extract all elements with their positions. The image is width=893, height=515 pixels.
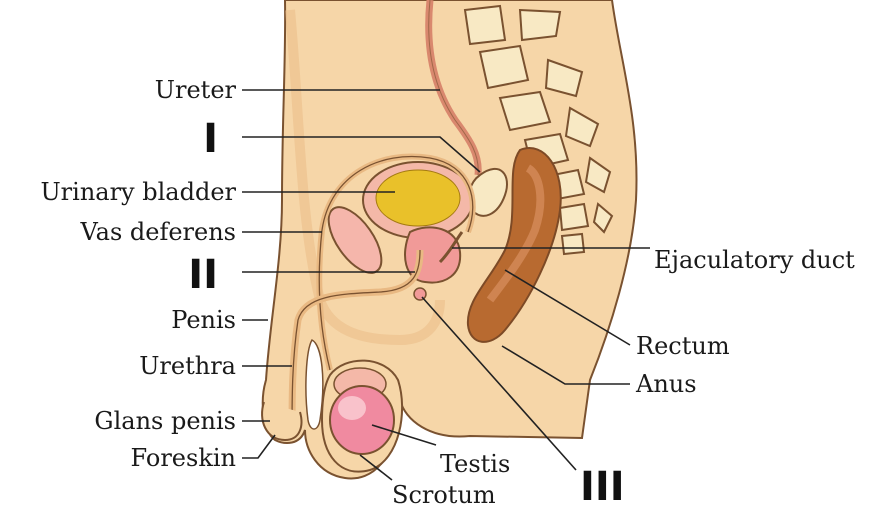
vertebral-process bbox=[592, 202, 614, 234]
vertebra bbox=[560, 232, 586, 256]
vertebra bbox=[498, 90, 552, 132]
vertebral-process bbox=[544, 58, 584, 98]
label-urethra: Urethra bbox=[139, 352, 236, 380]
vertebra bbox=[463, 4, 507, 46]
label-iii: III bbox=[580, 464, 625, 510]
label-urinary-bladder: Urinary bladder bbox=[40, 178, 236, 206]
ureter-outline bbox=[428, 0, 479, 176]
label-i: I bbox=[203, 116, 218, 162]
leader-i bbox=[242, 136, 481, 173]
label-group: Ureter I Urinary bladder Vas deferens II… bbox=[40, 76, 855, 510]
label-testis: Testis bbox=[440, 450, 510, 478]
leader-scrotum bbox=[359, 454, 393, 481]
glans-penis bbox=[261, 401, 303, 442]
vas-deferens-outline bbox=[318, 155, 474, 371]
testis-highlight bbox=[338, 396, 366, 420]
label-ejaculatory-duct: Ejaculatory duct bbox=[654, 246, 855, 274]
ejaculatory-duct bbox=[438, 231, 464, 264]
rectum-highlight bbox=[486, 164, 545, 303]
leader-iii bbox=[421, 296, 577, 471]
leader-lines bbox=[242, 89, 650, 481]
label-ureter: Ureter bbox=[155, 76, 237, 104]
label-scrotum: Scrotum bbox=[392, 481, 496, 509]
leader-foreskin bbox=[242, 434, 276, 459]
vertebra bbox=[558, 202, 590, 232]
testis bbox=[329, 385, 395, 455]
label-penis: Penis bbox=[171, 306, 236, 334]
label-vas-deferens: Vas deferens bbox=[80, 218, 236, 246]
vertebral-process bbox=[584, 156, 612, 194]
urethra-outline bbox=[291, 249, 421, 431]
bladder-urine bbox=[375, 169, 461, 227]
vertebral-process bbox=[564, 106, 600, 148]
leader-rectum bbox=[504, 269, 631, 346]
label-anus: Anus bbox=[635, 370, 697, 398]
leader-testis bbox=[371, 424, 437, 446]
penis-cavity bbox=[305, 339, 324, 430]
bulbourethral-gland bbox=[413, 287, 427, 301]
leader-anus bbox=[501, 345, 630, 385]
vertebra bbox=[478, 44, 530, 90]
label-glans-penis: Glans penis bbox=[94, 407, 236, 435]
label-ii: II bbox=[188, 252, 218, 298]
label-foreskin: Foreskin bbox=[131, 444, 236, 472]
vertebral-process bbox=[518, 8, 562, 42]
pubic-bone bbox=[327, 206, 383, 274]
vertebral-column bbox=[463, 4, 614, 256]
label-rectum: Rectum bbox=[636, 332, 730, 360]
